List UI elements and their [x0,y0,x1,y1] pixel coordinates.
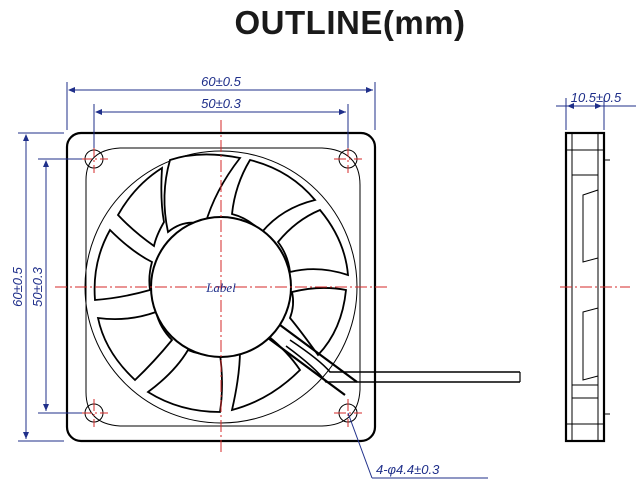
fan-wire [289,339,372,373]
hole-leader [347,412,373,479]
fan-blade [146,348,223,413]
dim-overall-width-label: 60±0.5 [201,74,241,89]
hub-label: Label [205,280,236,295]
fan-wire [285,345,372,383]
fan-blade [116,166,165,248]
fan-blades [93,153,350,413]
page-title: OUTLINE(mm) [234,4,466,41]
front-view: Label [55,120,521,455]
dim-mounting-holes-label: 4-φ4.4±0.3 [376,462,440,477]
side-view: 10.5±0.5 [556,90,636,443]
centerlines [55,120,390,455]
fan-blade [288,287,347,357]
fan-blade [93,228,154,301]
dim-hole-spacing-height-label: 50±0.3 [30,266,45,306]
side-blade [582,307,599,381]
dim-thickness-label: 10.5±0.5 [571,90,622,105]
dim-overall-height-label: 60±0.5 [10,266,25,306]
dim-hole-spacing-width-label: 50±0.3 [201,96,241,111]
fan-shroud [85,147,361,427]
dimensions: 60±0.5 50±0.3 60±0.5 50±0.3 4-φ4.4±0.3 [10,74,488,479]
side-blade [582,189,599,263]
